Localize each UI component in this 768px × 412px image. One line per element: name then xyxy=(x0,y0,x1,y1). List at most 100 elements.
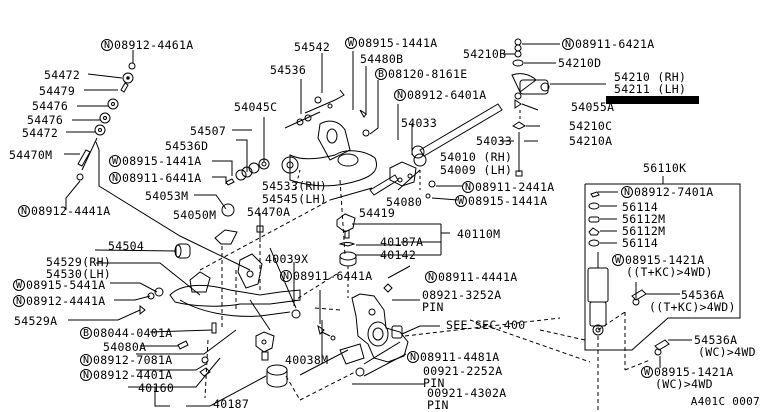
part-number: 54536A xyxy=(681,288,725,302)
part-number: 08912-4441A xyxy=(31,204,111,218)
label-54210-rh: 54210 (RH) xyxy=(614,70,687,84)
stabilizer-link-assembly xyxy=(76,50,136,181)
label-40039x: 40039X xyxy=(265,252,309,266)
label-54476: 54476 xyxy=(32,99,69,113)
label-54470a: 54470A xyxy=(247,205,291,219)
washer-symbol-icon: W xyxy=(641,366,653,378)
part-number: 08915-1421A xyxy=(625,253,705,267)
label-40160: 40160 xyxy=(138,381,175,395)
label-54470m: 54470M xyxy=(9,148,53,162)
part-number: 54536A xyxy=(694,333,738,347)
pin-note: PIN xyxy=(427,398,449,412)
label-54472: 54472 xyxy=(22,126,59,140)
label-54033: 54033 xyxy=(401,116,438,130)
part-number: 08912-7081A xyxy=(93,353,173,367)
washer-symbol-icon: W xyxy=(455,195,467,207)
part-number: 08921-3252A xyxy=(422,288,502,302)
label-54476: 54476 xyxy=(27,113,64,127)
part-number: 08912-7401A xyxy=(634,185,714,199)
label-54545-lh: 54545(LH) xyxy=(262,192,328,206)
label-54419: 54419 xyxy=(359,206,396,220)
part-number: 08912-6401A xyxy=(407,88,487,102)
part-number: 08911-4441A xyxy=(438,270,518,284)
bolt-symbol-icon: B xyxy=(80,327,92,339)
part-number: 00921-2252A xyxy=(423,364,503,378)
label-54050m: 54050M xyxy=(173,208,217,222)
nut-symbol-icon: N xyxy=(109,172,121,184)
label-54045c: 54045C xyxy=(234,100,278,114)
label-54055a: 54055A xyxy=(571,100,615,114)
label-54210a: 54210A xyxy=(569,134,613,148)
part-number: 08912-4441A xyxy=(26,294,106,308)
label-54080a: 54080A xyxy=(103,340,147,354)
label-54080: 54080 xyxy=(386,195,423,209)
nut-symbol-icon: N xyxy=(280,270,292,282)
part-number: 08911-2441A xyxy=(475,180,555,194)
label-40187: 40187 xyxy=(213,397,250,411)
part-number: 08911-6441A xyxy=(293,269,373,283)
variant-note: ((T+KC)>4WD) xyxy=(649,300,736,314)
label-54536a-tkc: 54536A((T+KC)>4WD) xyxy=(649,288,736,313)
label-54504: 54504 xyxy=(108,239,145,253)
part-number: 08911-6441A xyxy=(122,171,202,185)
bolt-54470a xyxy=(256,225,264,290)
nut-symbol-icon: N xyxy=(80,354,92,366)
label-54529a: 54529A xyxy=(14,314,58,328)
part-number: 08911-6421A xyxy=(575,37,655,51)
nut-symbol-icon: N xyxy=(101,39,113,51)
label-56114: 56114 xyxy=(622,236,659,250)
nut-symbol-icon: N xyxy=(425,271,437,283)
variant-note: (WC)>4WD xyxy=(698,345,756,359)
label-54536a-wc: 54536A(WC)>4WD xyxy=(694,334,756,358)
part-number: 08911-4481A xyxy=(420,350,500,364)
part-number: 08044-0401A xyxy=(93,326,173,340)
washer-symbol-icon: W xyxy=(345,37,357,49)
part-number: 08915-1421A xyxy=(654,365,734,379)
label-see-sec-400: SEE SEC.400 xyxy=(446,318,526,332)
bolt-symbol-icon: B xyxy=(375,68,387,80)
upper-control-arm xyxy=(281,89,377,256)
nut-symbol-icon: N xyxy=(562,38,574,50)
pin-note: PIN xyxy=(422,300,444,314)
label-54210b: 54210B xyxy=(463,47,507,61)
pin-note: PIN xyxy=(423,376,445,390)
label-56114: 56114 xyxy=(622,200,659,214)
label-54507: 54507 xyxy=(190,124,227,138)
label-40187a: 40187A xyxy=(380,235,424,249)
part-number: 08912-4461A xyxy=(114,38,194,52)
nut-symbol-icon: N xyxy=(18,205,30,217)
torsion-arm xyxy=(500,38,606,177)
lower-ball-joint xyxy=(128,329,356,407)
label-54480b: 54480B xyxy=(360,52,404,66)
steering-knuckle xyxy=(269,247,591,385)
label-54033: 54033 xyxy=(476,134,513,148)
diagram-reference-code: A401C 0007 xyxy=(690,395,760,408)
label-54479: 54479 xyxy=(39,84,76,98)
label-54009-lh: 54009 (LH) xyxy=(440,163,513,177)
variant-note: (WC)>4WD xyxy=(655,377,713,391)
washer-symbol-icon: W xyxy=(13,279,25,291)
label-54053m: 54053M xyxy=(145,189,189,203)
nut-symbol-icon: N xyxy=(394,89,406,101)
variant-note: ((T+KC)>4WD) xyxy=(626,265,713,279)
torsion-bar xyxy=(199,103,503,271)
part-number: 00921-4302A xyxy=(427,386,507,400)
